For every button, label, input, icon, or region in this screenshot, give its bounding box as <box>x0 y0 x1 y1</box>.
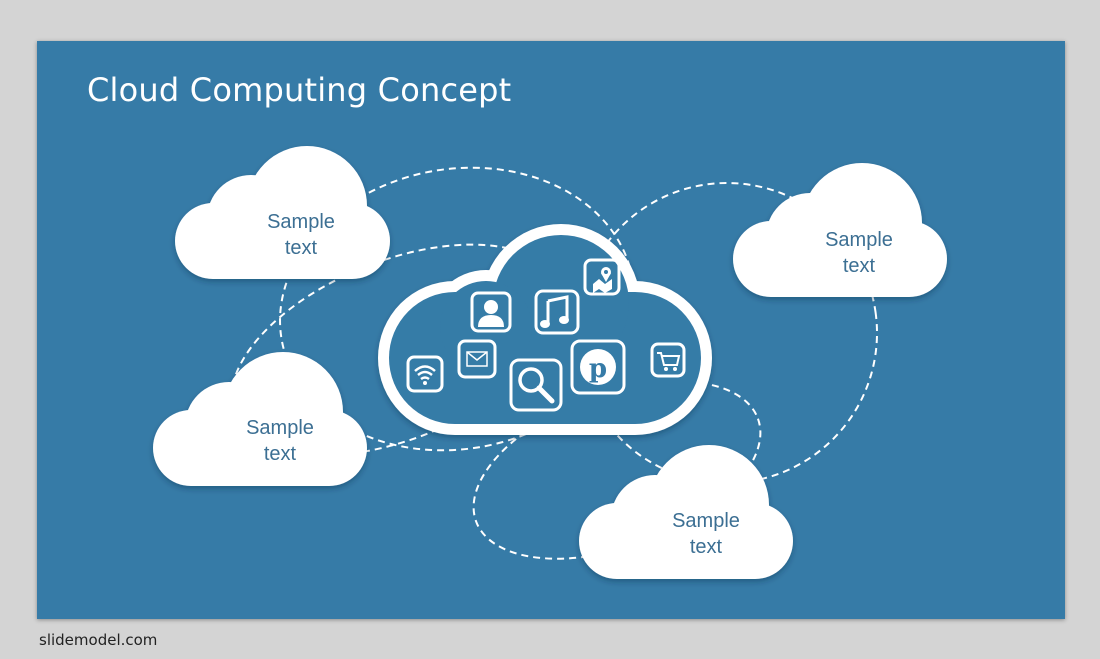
cloud-label-top-left: Sample text <box>231 209 371 261</box>
cloud-label-line2: text <box>689 536 723 558</box>
cloud-label-line2: text <box>284 237 318 259</box>
user-icon <box>470 291 512 333</box>
cloud-label-bottom-left: Sample text <box>210 415 350 467</box>
central-cloud <box>378 224 712 435</box>
svg-text:p: p <box>589 354 607 384</box>
cloud-bottom-left <box>153 352 367 486</box>
cloud-label-line1: Sample <box>825 229 893 251</box>
slide-title: Cloud Computing Concept <box>87 71 512 109</box>
cloud-label-line1: Sample <box>267 211 335 233</box>
mail-icon <box>457 339 497 379</box>
cloud-top-right <box>733 163 947 297</box>
shopping-cart-icon <box>650 342 686 378</box>
cloud-label-bottom-right: Sample text <box>636 508 776 560</box>
search-icon <box>509 358 563 412</box>
cloud-top-left <box>175 146 390 279</box>
cloud-bottom-right <box>579 445 793 579</box>
pinterest-icon: p <box>570 339 626 395</box>
cloud-label-line1: Sample <box>246 417 314 439</box>
cloud-label-line2: text <box>263 443 297 465</box>
cloud-diagram: p <box>153 146 947 579</box>
map-pin-icon <box>583 258 621 296</box>
music-icon <box>534 289 580 335</box>
icon-group: p <box>406 258 686 412</box>
cloud-label-top-right: Sample text <box>789 227 929 279</box>
cloud-label-line2: text <box>842 255 876 277</box>
cloud-label-line1: Sample <box>672 510 740 532</box>
footer-credit: slidemodel.com <box>39 631 158 649</box>
slide: Cloud Computing Concept <box>37 41 1065 619</box>
wifi-icon <box>406 355 444 393</box>
